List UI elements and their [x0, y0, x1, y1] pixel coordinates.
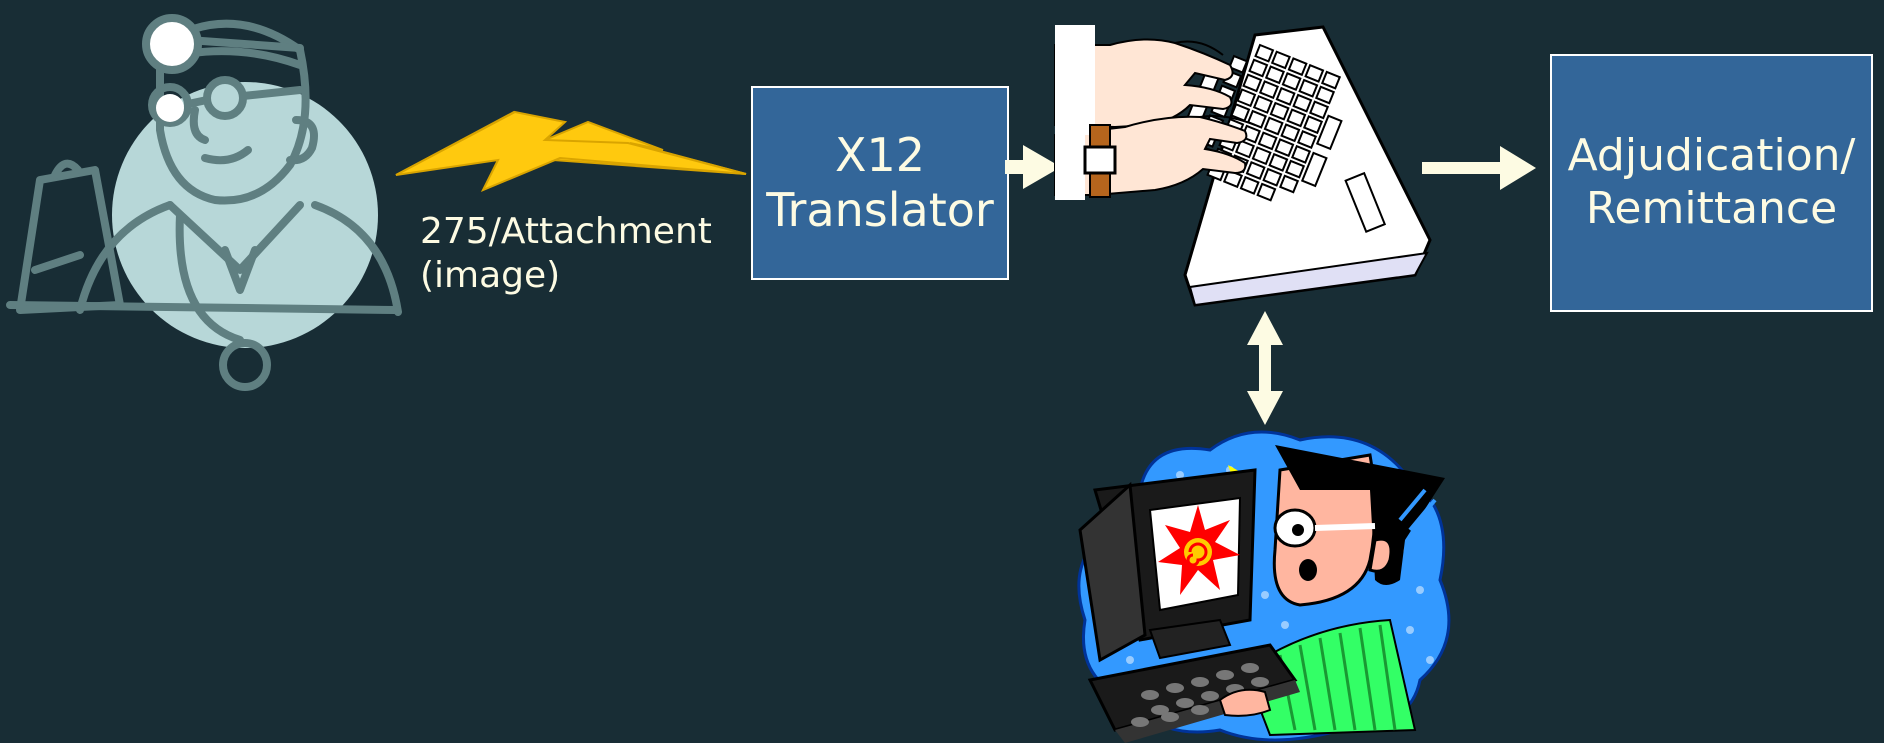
adjudication-line2: Remittance: [1585, 183, 1838, 234]
attachment-label-line2: (image): [420, 255, 561, 296]
adjudication-box: Adjudication/ Remittance: [1550, 54, 1873, 312]
translator-box: X12 Translator: [751, 86, 1009, 280]
doctor-icon: [6, 14, 402, 391]
adjudication-line1: Adjudication/: [1567, 130, 1856, 182]
double-arrow-vertical: [1247, 311, 1283, 425]
attachment-label-line1: 275/Attachment: [420, 211, 712, 252]
arrow-translator-to-keyboard: [1005, 145, 1061, 189]
arrow-keyboard-to-adjudication: [1422, 146, 1536, 190]
translator-line1: X12: [834, 127, 926, 182]
translator-line2: Translator: [766, 183, 994, 237]
attachment-label: 275/Attachment (image): [420, 210, 712, 298]
frustrated-computer-user-icon: [1077, 430, 1451, 743]
lightning-bolt-icon: [395, 110, 747, 192]
keyboard-hands-icon: [1054, 25, 1432, 307]
